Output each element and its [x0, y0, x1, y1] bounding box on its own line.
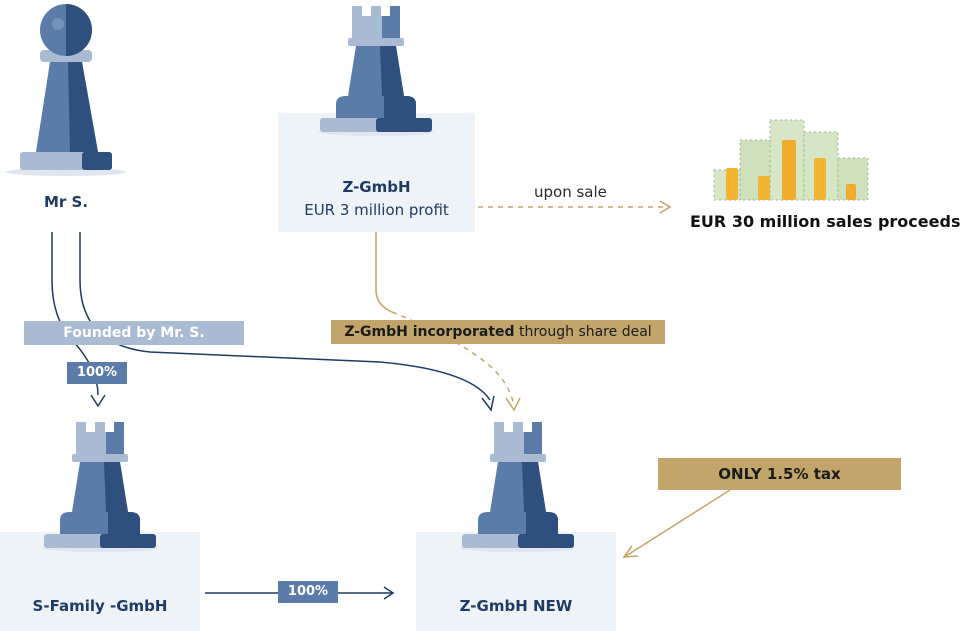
share-deal-rest: through share deal [514, 324, 652, 340]
arrowhead-icon [481, 395, 495, 412]
arrowhead-icon [90, 394, 106, 408]
founded-by-tag: Founded by Mr. S. [24, 321, 244, 345]
share-deal-connector [391, 311, 515, 407]
upon-sale-label: upon sale [534, 183, 607, 201]
z-gmbh-profit: EUR 3 million profit [304, 201, 449, 219]
share-deal-bold: Z-GmbH incorporated [344, 324, 515, 340]
tax-tag: ONLY 1.5% tax [658, 458, 901, 490]
share-100-top-tag: 100% [67, 362, 127, 384]
z-gmbh-connector [375, 232, 393, 313]
founded-to-new-connector [79, 232, 491, 401]
proceeds-label: EUR 30 million sales proceeds [690, 212, 960, 231]
share-deal-tag: Z-GmbH incorporated through share deal [331, 320, 665, 344]
arrowhead-icon [622, 545, 639, 558]
arrowhead-icon [659, 200, 672, 214]
z-gmbh-label: Z-GmbH [342, 178, 411, 196]
arrowhead-icon [505, 397, 521, 412]
money-stack-icon [713, 119, 869, 201]
s-family-label: S-Family -GmbH [32, 597, 168, 615]
pawn-icon [6, 4, 126, 176]
tax-arrow [625, 489, 731, 557]
z-gmbh-new-label: Z-GmbH NEW [459, 597, 573, 615]
mr-s-label: Mr S. [43, 193, 89, 211]
share-100-bottom-tag: 100% [278, 581, 338, 603]
arrowhead-icon [383, 586, 395, 600]
